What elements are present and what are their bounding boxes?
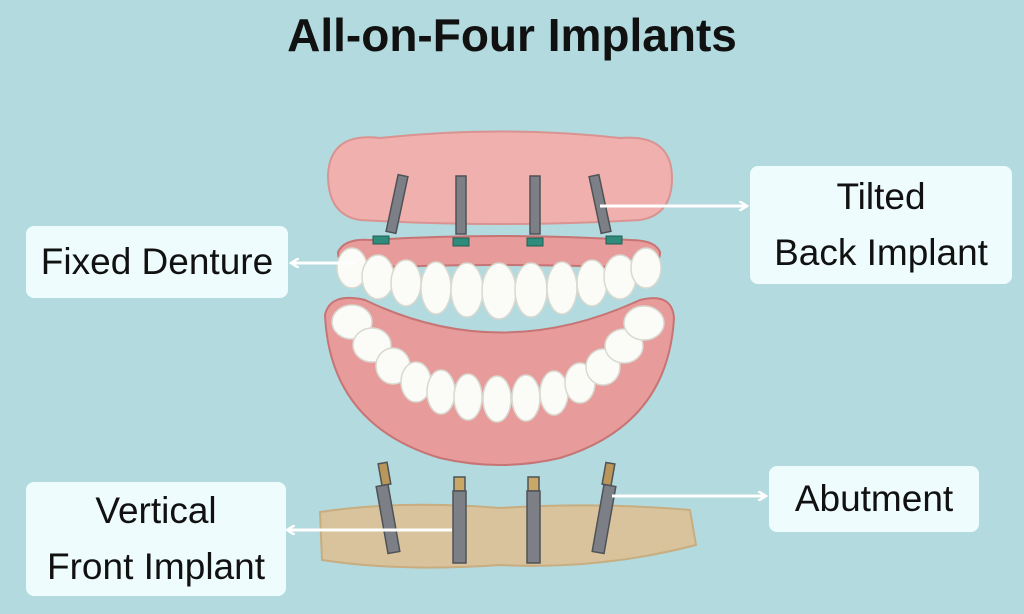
implant-vertical-left	[452, 476, 467, 564]
label-abutment: Abutment	[769, 466, 979, 532]
label-tilted-back-implant: Tilted Back Implant	[750, 166, 1012, 284]
implant-vertical-right	[526, 476, 541, 564]
label-vertical-front-implant: Vertical Front Implant	[26, 482, 286, 596]
upper-teeth	[336, 247, 662, 320]
implant-tilted-left	[375, 461, 401, 555]
upper-abutments	[372, 235, 623, 247]
jaw-bone	[318, 503, 698, 569]
upper-implants	[385, 173, 612, 235]
lower-implants	[375, 461, 617, 564]
label-fixed-denture: Fixed Denture	[26, 226, 288, 298]
diagram-title: All-on-Four Implants	[287, 9, 737, 61]
implant-tilted-right	[591, 461, 617, 555]
lower-teeth	[331, 304, 665, 423]
upper-gum	[326, 130, 674, 225]
